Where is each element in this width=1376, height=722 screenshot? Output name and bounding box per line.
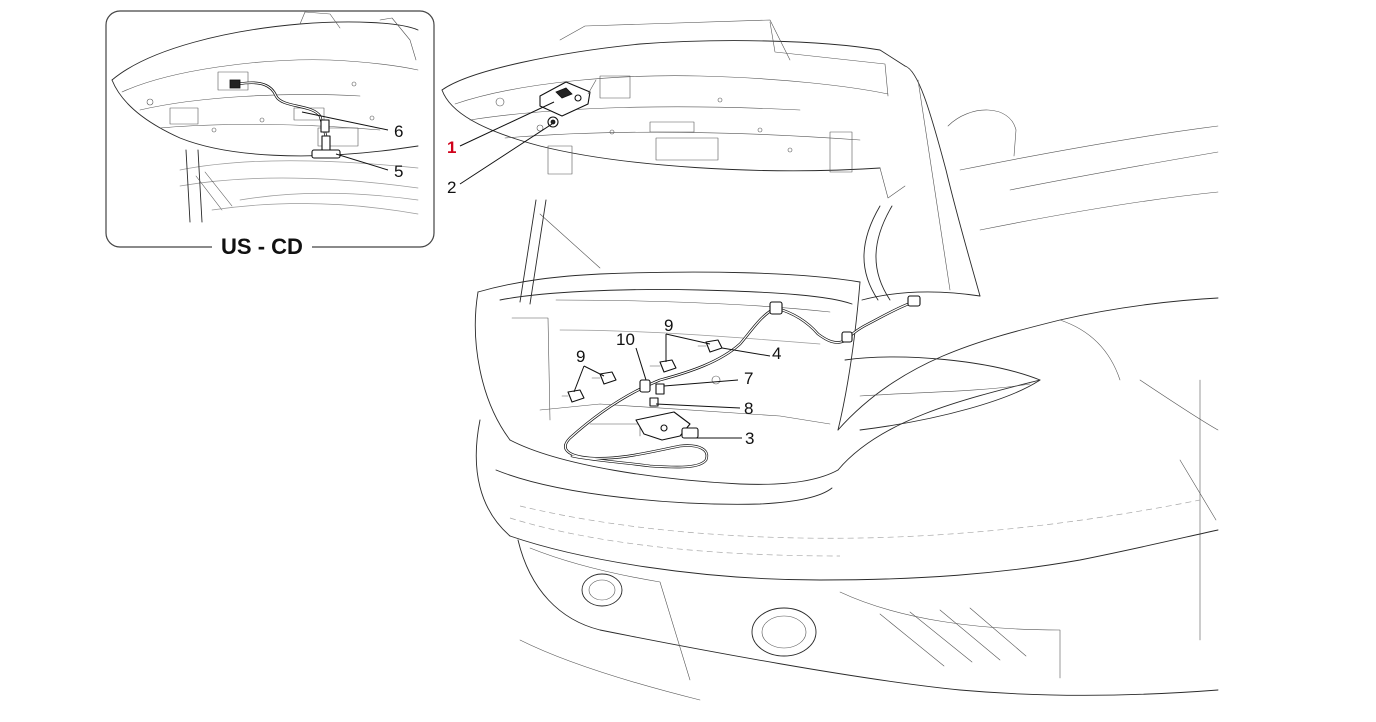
callout-9-upper: 9 — [664, 316, 673, 335]
trunk-switch — [639, 379, 651, 393]
callout-7: 7 — [744, 369, 753, 388]
callout-6: 6 — [394, 122, 403, 141]
leader-lines — [459, 101, 771, 439]
trunk-latch — [635, 411, 699, 441]
inset-panel: 6 5 US - CD — [105, 10, 435, 259]
cable-clips — [561, 339, 723, 403]
trunk-lid-lock-assembly — [539, 79, 597, 117]
car-rear-drawing — [441, 19, 1219, 701]
leader-6 — [301, 111, 389, 131]
bolt-8 — [649, 397, 659, 407]
leader-5 — [335, 153, 389, 171]
inset-release-cable — [229, 79, 330, 138]
callout-5: 5 — [394, 162, 403, 181]
trunk-release-cable — [564, 295, 921, 469]
inset-trunk-lid-drawing — [111, 11, 419, 223]
callout-10: 10 — [616, 330, 635, 349]
callout-8: 8 — [744, 399, 753, 418]
bolt-7 — [655, 383, 665, 395]
callout-2: 2 — [447, 178, 456, 197]
callout-labels: 1 2 3 4 7 8 9 9 10 — [447, 138, 781, 448]
inset-emergency-release-handle — [311, 135, 341, 159]
inset-title: US - CD — [221, 234, 303, 259]
callout-3: 3 — [745, 429, 754, 448]
callout-4: 4 — [772, 344, 781, 363]
callout-9-lower: 9 — [576, 347, 585, 366]
callout-1: 1 — [447, 138, 456, 157]
